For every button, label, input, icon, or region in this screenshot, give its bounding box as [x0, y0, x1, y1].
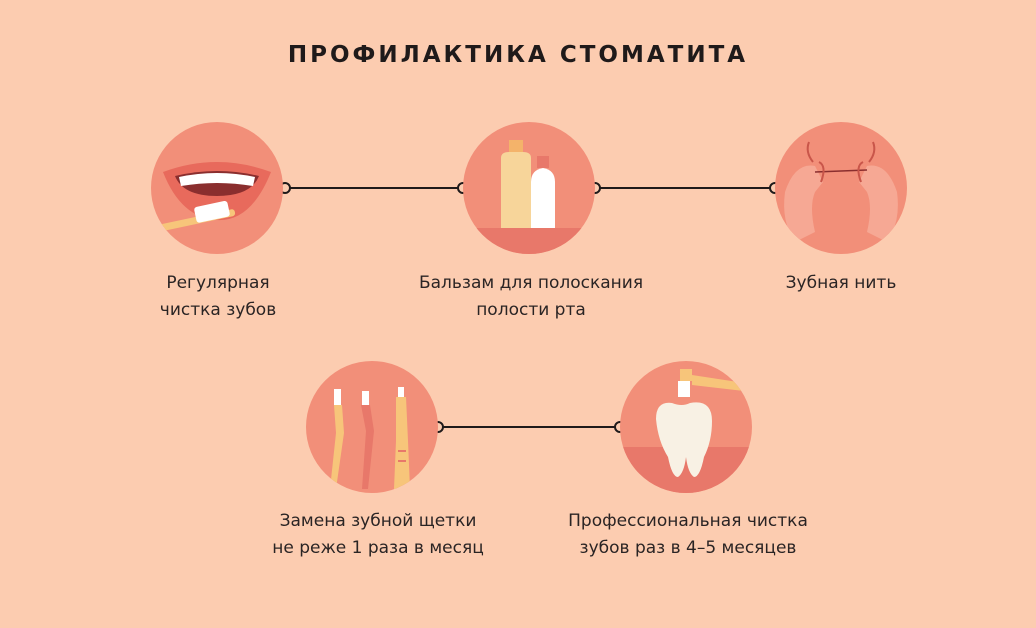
- step-2-label: Бальзам для полоскания полости рта: [396, 270, 666, 324]
- step-4-label: Замена зубной щетки не реже 1 раза в мес…: [253, 508, 503, 562]
- step-5-label-line1: Профессиональная чистка: [568, 511, 808, 531]
- step-1-label: Регулярная чистка зубов: [133, 270, 303, 324]
- step-4-circle: [306, 361, 438, 493]
- step-2-label-line2: полости рта: [476, 300, 586, 320]
- dental-floss-hands-icon: [784, 141, 898, 242]
- step-5-label-line2: зубов раз в 4–5 месяцев: [579, 538, 797, 558]
- step-3-label-line1: Зубная нить: [785, 273, 897, 293]
- step-1-circle: [151, 122, 283, 254]
- toothbrushes-icon: [330, 387, 410, 489]
- step-2-circle: [463, 122, 595, 254]
- step-2-label-line1: Бальзам для полоскания: [418, 273, 644, 293]
- step-3-circle: [775, 122, 907, 254]
- step-5-circle: [620, 361, 752, 493]
- step-5-label: Профессиональная чистка зубов раз в 4–5 …: [543, 508, 833, 562]
- page-title: ПРОФИЛАКТИКА СТОМАТИТА: [287, 42, 749, 68]
- step-4-label-line1: Замена зубной щетки: [279, 511, 477, 531]
- mouthwash-bottles-icon: [463, 140, 595, 254]
- step-1-label-line2: чистка зубов: [159, 300, 277, 320]
- step-1-label-line1: Регулярная: [166, 273, 270, 293]
- step-3-label: Зубная нить: [761, 270, 921, 297]
- step-4-label-line2: не реже 1 раза в месяц: [272, 538, 484, 558]
- tooth-drill-icon: [620, 369, 752, 493]
- smile-toothbrush-icon: [151, 162, 271, 233]
